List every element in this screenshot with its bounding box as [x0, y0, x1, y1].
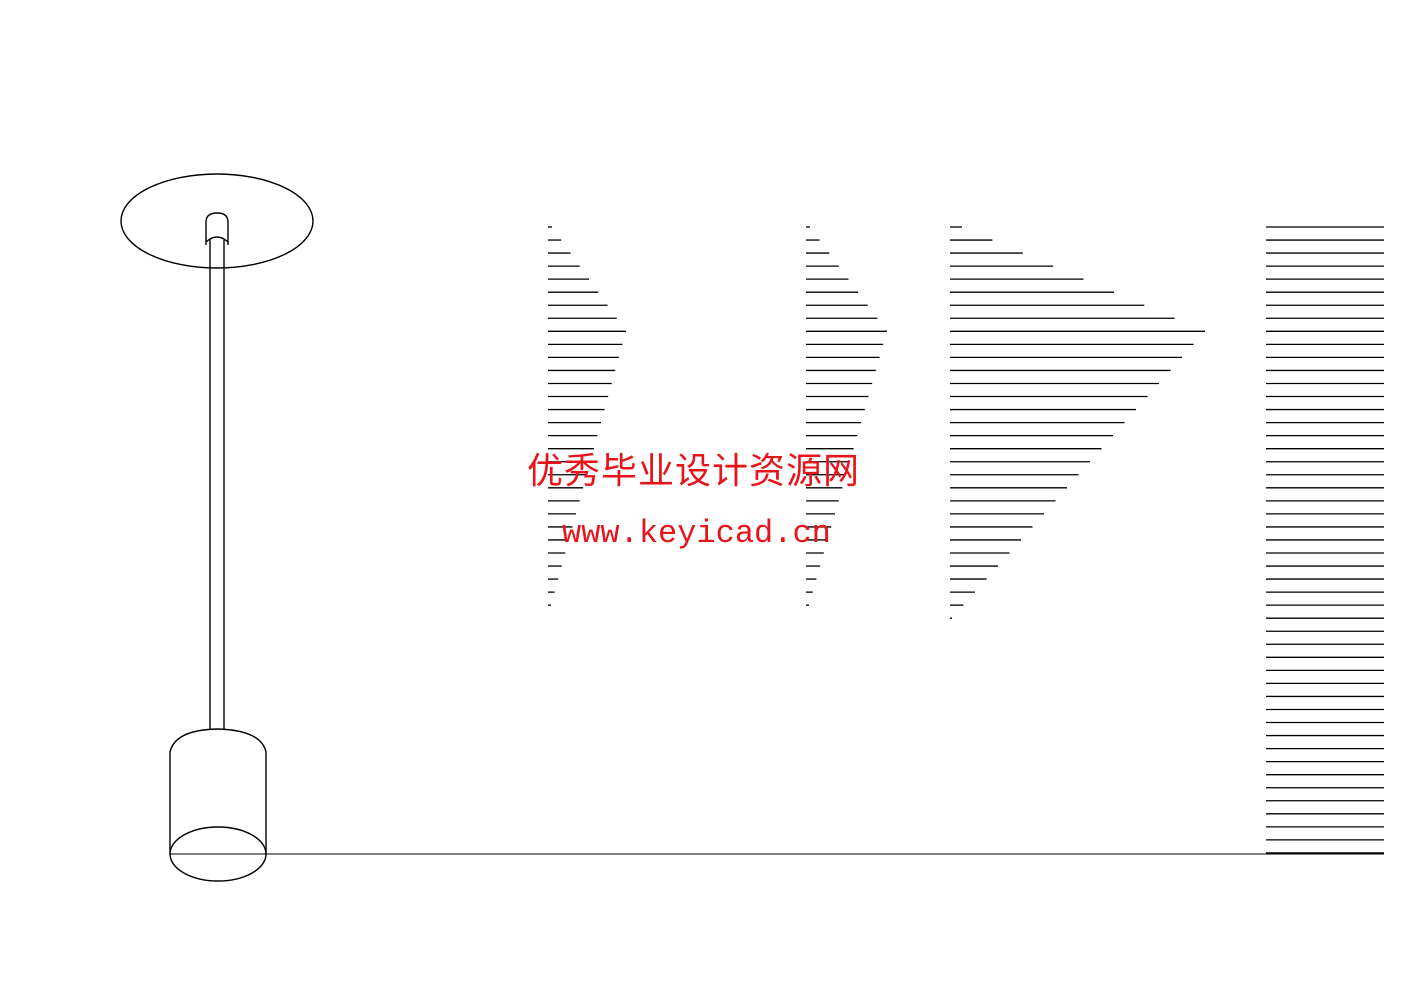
watermark-title: 优秀毕业设计资源网	[527, 451, 861, 492]
light-beam-hatching	[548, 226, 1384, 854]
rod-cap-collar	[205, 236, 229, 243]
lamp-shade-body	[169, 728, 267, 854]
watermark-url: www.keyicad.cn	[562, 515, 831, 552]
pendant-lamp	[120, 173, 314, 882]
rod-cap	[205, 212, 229, 245]
ceiling-canopy	[120, 173, 314, 269]
